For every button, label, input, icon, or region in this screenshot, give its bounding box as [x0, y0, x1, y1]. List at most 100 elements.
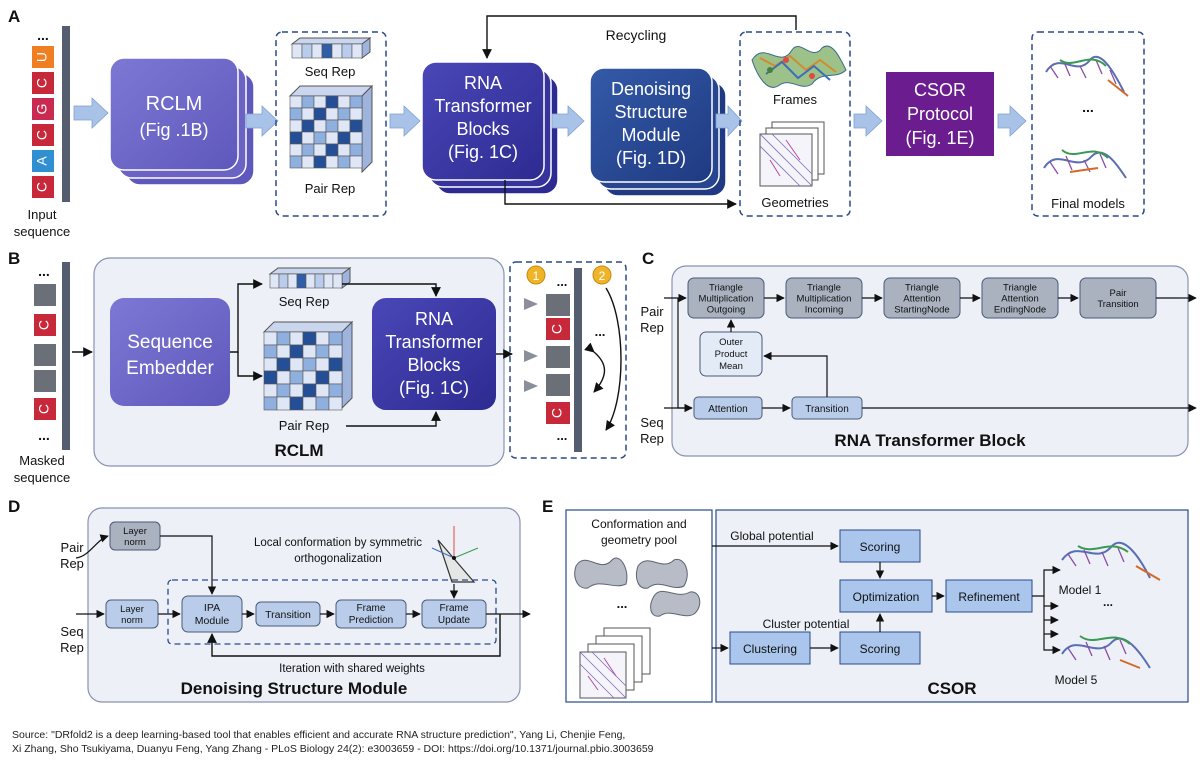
- svg-text:C: C: [34, 130, 50, 140]
- pair-rep-cell: [325, 155, 339, 169]
- ipa-line-1: IPA: [204, 602, 220, 614]
- scoring-top-box: [839, 529, 921, 563]
- recycling-label: Recycling: [606, 27, 667, 43]
- transformer-module-label: Triangle: [807, 283, 841, 294]
- nucleotide-token-a: A: [32, 150, 54, 172]
- layer-norm-top-2: norm: [124, 537, 146, 548]
- geometries-label: Geometries: [761, 195, 829, 210]
- denoising-panel-title: Denoising Structure Module: [181, 679, 408, 698]
- svg-text:U: U: [34, 52, 50, 62]
- nucleotide-token-g: G: [32, 98, 54, 120]
- pair-rep-cell: [349, 95, 363, 109]
- transformer-module-label: Triangle: [905, 283, 939, 294]
- final-model-bottom-icon: [1043, 149, 1127, 179]
- csor-line-3: (Fig. 1E): [905, 128, 974, 148]
- pair-rep-cell: [263, 383, 278, 398]
- transformer-box-b: [372, 298, 496, 410]
- global-potential-label: Global potential: [730, 529, 813, 543]
- final-models-label: Final models: [1051, 196, 1125, 211]
- flow-arrow: [853, 105, 883, 137]
- embedder-line-2: Embedder: [126, 358, 214, 379]
- prediction-ellipsis-mid: ...: [595, 324, 606, 339]
- transformer-modules: TriangleMultiplicationOutgoingTriangleMu…: [687, 277, 1180, 319]
- svg-text:G: G: [34, 104, 50, 115]
- pair-rep-cell: [289, 131, 303, 145]
- pair-rep-cell: [289, 344, 304, 359]
- pair-rep-cell: [313, 107, 327, 121]
- masked-token: [34, 344, 56, 366]
- pair-rep-cell: [315, 370, 330, 385]
- seq-rep-cell: [311, 43, 323, 59]
- final-model-top-icon: [1045, 55, 1129, 97]
- pair-rep-cell: [337, 131, 351, 145]
- predicted-token: C: [546, 318, 570, 340]
- pair-rep-cell: [289, 107, 303, 121]
- pair-rep-cell: [302, 357, 317, 372]
- d-seq-rep-1: Seq: [60, 624, 83, 639]
- badge-1: [526, 265, 546, 285]
- masked-ellipsis-bottom: ...: [38, 427, 50, 443]
- mask-pointer-3: [524, 380, 538, 392]
- masked-ellipsis-top: ...: [38, 263, 50, 279]
- denoising-box: [589, 67, 713, 183]
- layer-norm-bottom-2: norm: [121, 615, 143, 626]
- final-models-ellipsis: ...: [1082, 99, 1094, 115]
- pair-rep-cell: [325, 119, 339, 133]
- svg-text:A: A: [34, 156, 50, 166]
- pair-rep-cell: [313, 119, 327, 133]
- transformer-line-2: Transformer: [434, 96, 531, 116]
- geometries-icon: [759, 121, 825, 187]
- pool-label-2: geometry pool: [601, 533, 677, 547]
- pair-rep-cell: [276, 344, 291, 359]
- transformer-module-label: Multiplication: [797, 294, 852, 305]
- clustering-label: Clustering: [743, 642, 797, 656]
- pair-rep-cell: [276, 357, 291, 372]
- final-models-dashed-box: [1031, 31, 1145, 217]
- csor-protocol-box: [886, 72, 994, 156]
- transformer-box: [421, 61, 545, 181]
- seq-rep-label-b: Seq Rep: [279, 294, 330, 309]
- outer-product-2: Product: [715, 349, 748, 360]
- mask-pointer-2: [524, 350, 538, 362]
- source-citation: Source: "DRfold2 is a deep learning-base…: [12, 728, 1192, 756]
- source-line-1: Source: "DRfold2 is a deep learning-base…: [12, 729, 626, 741]
- panel-b: B ... CC ... Masked sequence Sequence Em…: [8, 249, 627, 485]
- c-pair-rep-1: Pair: [640, 304, 664, 319]
- predicted-token: C: [546, 402, 570, 424]
- pair-rep-cell: [328, 396, 343, 411]
- pair-rep-cell: [349, 131, 363, 145]
- pair-in-arrow-d: [75, 534, 109, 559]
- nucleotide-token-c: C: [32, 124, 54, 146]
- flow-arrow: [389, 105, 421, 137]
- frame-prediction-1: Frame: [357, 603, 386, 614]
- predicted-masked-token: [546, 346, 570, 368]
- pair-rep-cell: [337, 119, 351, 133]
- seq-rep-strip-b: [268, 267, 352, 289]
- pair-rep-cell: [289, 119, 303, 133]
- pair-rep-cell: [301, 119, 315, 133]
- panel-e-letter: E: [542, 497, 553, 516]
- pair-rep-cell: [349, 143, 363, 157]
- denoising-line-1: Denoising: [611, 79, 691, 99]
- transformer-block-title: RNA Transformer Block: [834, 431, 1026, 450]
- transformer-module-label: Transition: [1097, 299, 1138, 310]
- pair-rep-cell: [302, 344, 317, 359]
- output-dashed-box: [739, 31, 851, 217]
- pair-rep-cell: [301, 143, 315, 157]
- embedder-to-pair-arrow: [237, 352, 263, 381]
- transformer-b-line-1: RNA: [415, 309, 453, 329]
- seq-rep-cell: [278, 273, 289, 289]
- pair-rep-cell: [349, 107, 363, 121]
- source-line-2: Xi Zhang, Sho Tsukiyama, Duanyu Feng, Ya…: [12, 743, 654, 755]
- pair-rep-cell: [276, 370, 291, 385]
- transformer-module-label: Triangle: [709, 283, 743, 294]
- pair-rep-cell: [313, 131, 327, 145]
- layer-norm-to-ipa-arrow: [160, 535, 217, 595]
- seq-rep-cell: [291, 43, 303, 59]
- svg-text:C: C: [549, 408, 565, 418]
- pair-rep-cell: [263, 370, 278, 385]
- outer-product-3: Mean: [719, 361, 743, 372]
- input-label-1: Input: [28, 207, 57, 222]
